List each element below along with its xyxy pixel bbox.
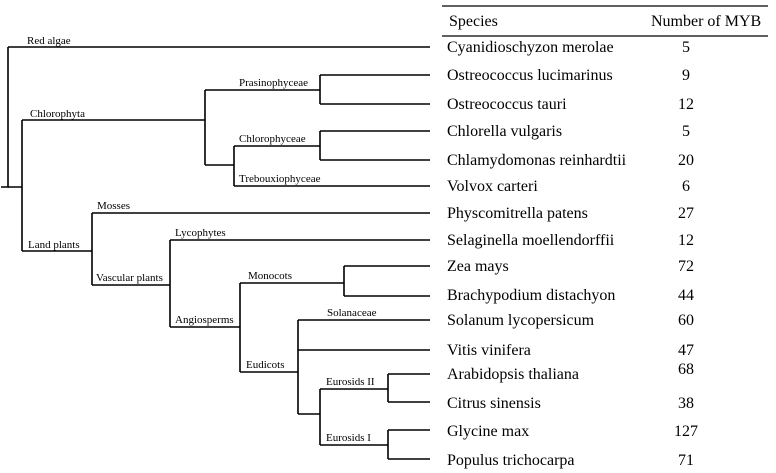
species-name: Volvox carteri [447,178,538,195]
species-name: Ostreococcus tauri [447,96,567,113]
myb-count: 38 [678,395,694,412]
species-name: Arabidopsis thaliana [447,366,579,383]
clade-label-vascular-plants: Vascular plants [96,272,163,284]
myb-count: 5 [682,39,690,56]
branch-angiosperms [170,283,241,372]
myb-count: 127 [674,423,698,440]
myb-count: 44 [678,287,694,304]
myb-count: 9 [682,67,690,84]
clade-label-lycophytes: Lycophytes [175,227,226,239]
clade-label-eudicots: Eudicots [246,359,285,371]
clade-label-trebouxiophyceae: Trebouxiophyceae [239,173,321,185]
myb-count: 12 [678,96,694,113]
branch-land-plants [22,212,430,285]
myb-count: 68 [678,361,694,378]
myb-count: 60 [678,312,694,329]
clade-label-chlorophyta: Chlorophyta [30,108,85,120]
species-name: Physcomitrella patens [447,205,588,222]
branch-vascular-plants [92,239,430,327]
clade-label-eurosids-i: Eurosids I [326,432,371,444]
clade-label-red-algae: Red algae [27,35,71,47]
branch-monocots [240,265,430,297]
myb-count: 47 [678,342,694,359]
species-name: Solanum lycopersicum [447,312,595,329]
root-branch [1,47,9,188]
clade-label-prasinophyceae: Prasinophyceae [239,77,308,89]
clade-label-solanaceae: Solanaceae [327,307,377,319]
species-name: Zea mays [447,258,509,275]
myb-count: 6 [682,178,690,195]
species-name: Citrus sinensis [447,395,541,412]
clade-label-mosses: Mosses [97,200,130,212]
clade-label-chlorophyceae: Chlorophyceae [239,133,306,145]
clade-label-land-plants: Land plants [28,239,80,251]
branch-eurosids [298,373,430,460]
species-name: Brachypodium distachyon [447,287,615,304]
branch-prasinophyceae [205,74,430,105]
species-name: Populus trichocarpa [447,452,575,469]
tree-branches [1,46,430,460]
clade-labels: Red algae Chlorophyta Prasinophyceae Chl… [27,35,377,444]
clade-label-eurosids-ii: Eurosids II [326,376,375,388]
branch-chlorophyta [22,90,206,165]
myb-count: 5 [682,123,690,140]
species-name: Ostreococcus lucimarinus [447,67,613,84]
species-name: Vitis vinifera [447,342,531,359]
clade-label-monocots: Monocots [248,270,292,282]
branch-green-plants [8,120,23,251]
myb-count: 72 [678,258,694,275]
myb-count: 27 [678,205,694,222]
branch-eudicots [240,319,430,414]
branch-chlorophyceae-trebouxiophyceae [205,130,430,187]
count-header: Number of MYB [651,13,761,30]
species-table: Cyanidioschyzon merolae 5 Ostreococcus l… [447,39,698,469]
myb-count: 12 [678,232,694,249]
species-header: Species [449,13,498,30]
myb-count: 20 [678,152,694,169]
clade-label-angiosperms: Angiosperms [175,314,234,326]
species-name: Chlamydomonas reinhardtii [447,152,627,169]
myb-count: 71 [678,452,694,469]
species-name: Glycine max [447,423,529,440]
species-name: Selaginella moellendorffii [447,232,615,249]
species-name: Cyanidioschyzon merolae [447,39,614,56]
species-name: Chlorella vulgaris [447,123,562,140]
